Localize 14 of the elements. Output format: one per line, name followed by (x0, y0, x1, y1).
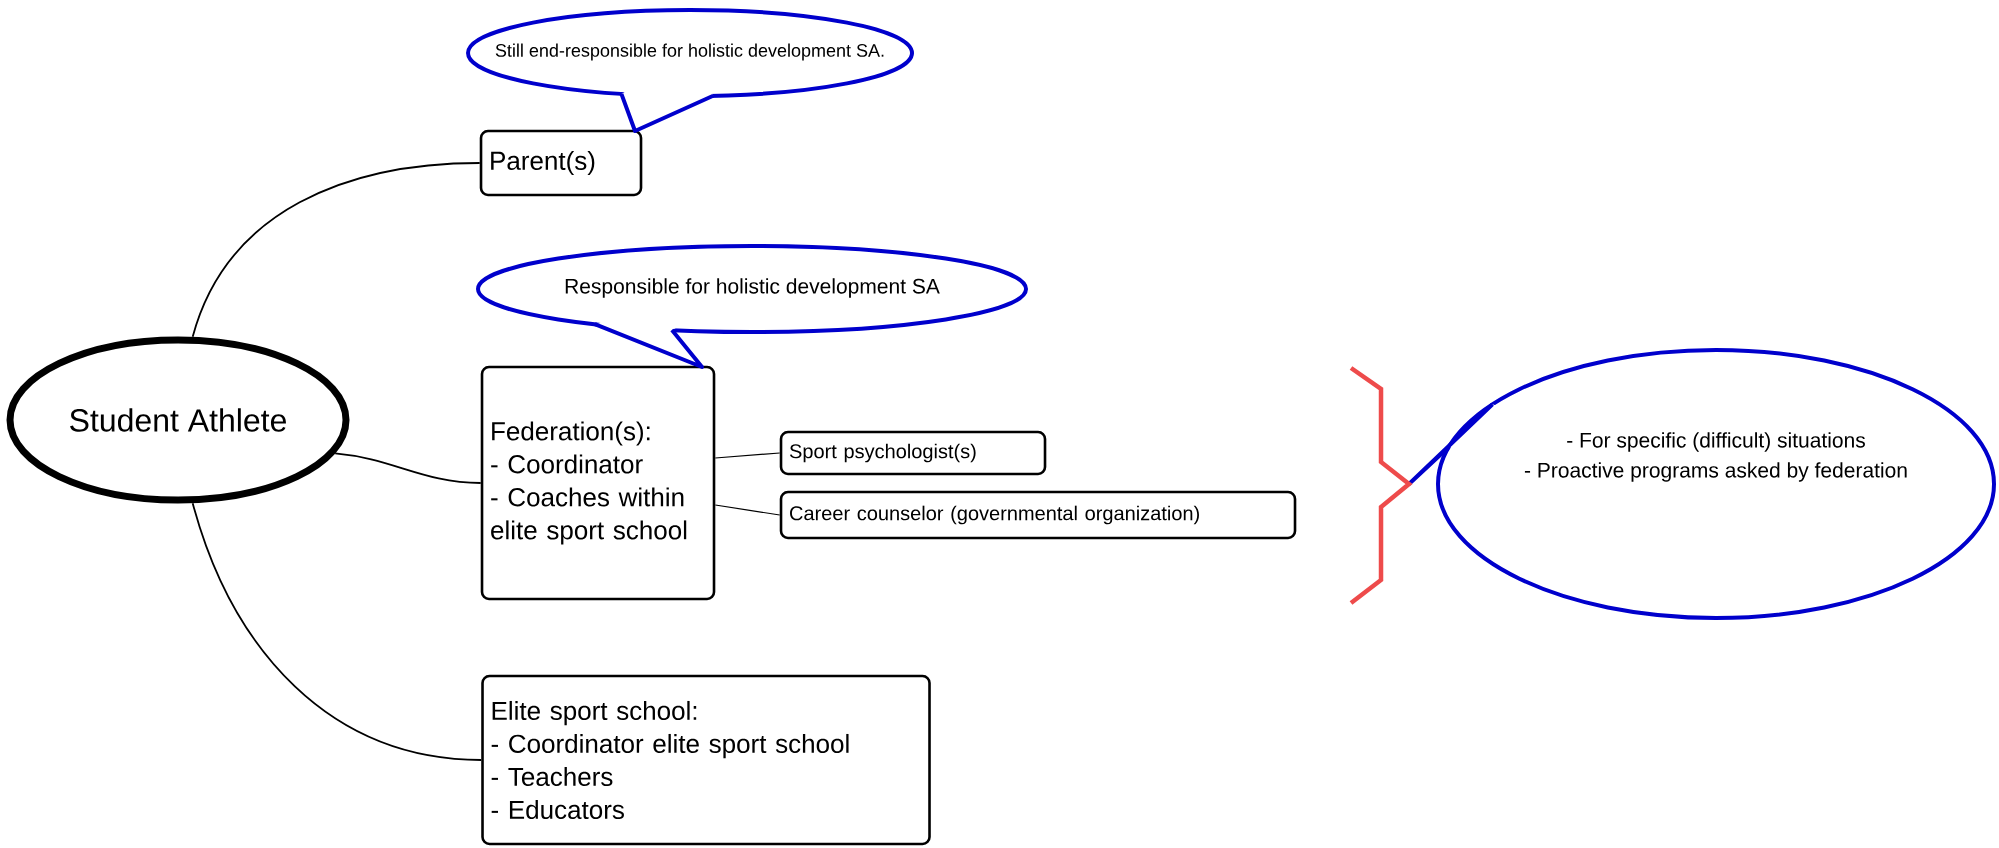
rounded-box: Parent(s) (479, 129, 643, 197)
rounded-box: Federation(s): - Coordinator - Coaches within elite sport school (480, 365, 716, 601)
connector-line (191, 502, 483, 761)
rounded-box: Elite sport school: - Coordinator elite sport school - Teachers - Educators (481, 674, 931, 846)
connector-line (334, 452, 482, 484)
speech-bubble: - For specific (difficult) situations - Proactive programs asked by federation (1407, 348, 1996, 620)
connector-line (714, 452, 781, 459)
speech-bubble: Still end-responsible for holistic development SA. (466, 8, 914, 133)
connector-line (714, 504, 781, 516)
speech-bubble: Responsible for holistic development SA (476, 244, 1028, 369)
oval-node: Student Athlete (6, 336, 350, 504)
rounded-box: Career counselor (governmental organization) (779, 490, 1297, 540)
connector-line (191, 162, 481, 338)
rounded-box: Sport psychologist(s) (779, 430, 1047, 476)
